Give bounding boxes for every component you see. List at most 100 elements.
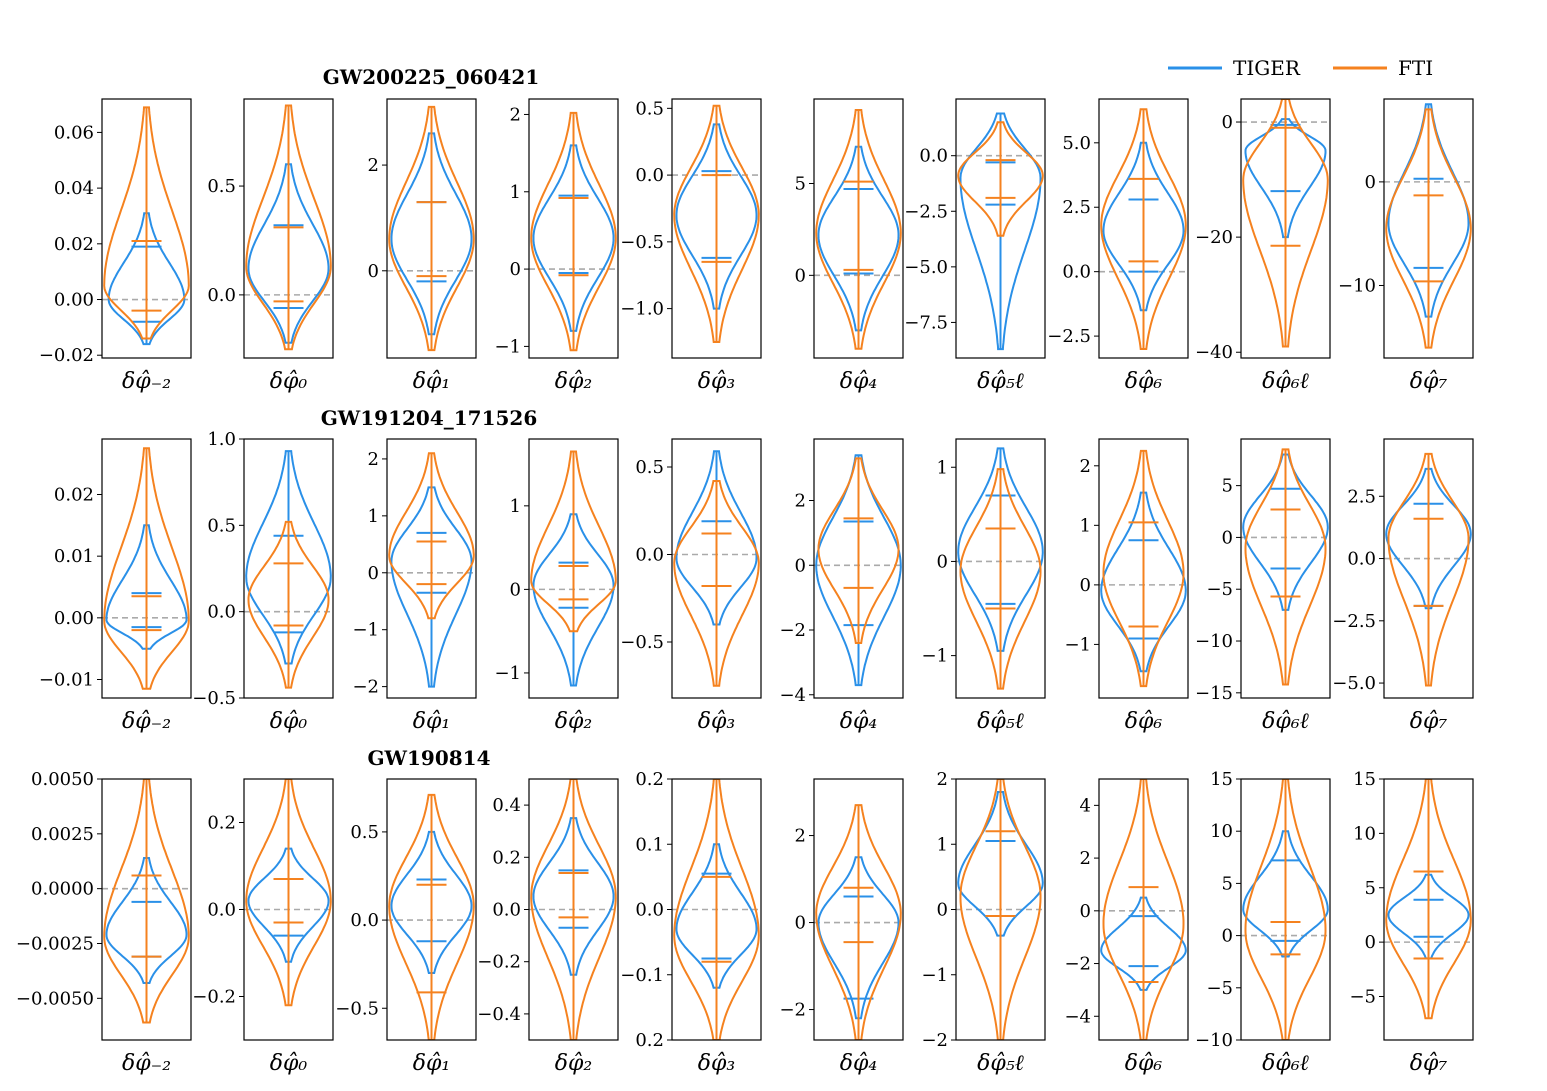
fti-violin xyxy=(957,121,1044,237)
panel-frame xyxy=(243,438,334,699)
panel-frame xyxy=(386,438,477,699)
x-axis-label: δφ̂₋₂ xyxy=(122,1051,171,1076)
fti-violin xyxy=(388,793,475,1040)
tiger-violin xyxy=(675,123,758,310)
fti-violin xyxy=(1387,452,1470,687)
panel-plot-area xyxy=(672,450,761,687)
x-axis-label: δφ̂₇ xyxy=(1410,709,1448,734)
fti-violin xyxy=(103,447,190,690)
x-axis-label: δφ̂₃ xyxy=(698,709,735,734)
panel-frame xyxy=(1098,778,1189,1041)
legend: TIGER FTI xyxy=(1168,56,1433,80)
y-tick-label: −2.5 xyxy=(1332,611,1376,632)
y-tick-label: −1 xyxy=(494,336,521,357)
tiger-violin xyxy=(390,132,473,336)
panel-frame xyxy=(101,778,192,1041)
y-tick-label: 1 xyxy=(937,457,948,478)
y-tick-label: −2.5 xyxy=(904,201,948,222)
fti-violin xyxy=(530,450,617,633)
panel-plot-area xyxy=(672,104,761,343)
x-axis-label: δφ̂₃ xyxy=(698,1051,735,1076)
fti-violin xyxy=(1102,779,1185,1040)
y-tick-label: −15 xyxy=(1195,683,1233,704)
y-tick-label: 0.5 xyxy=(350,822,379,843)
y-tick-label: 0.0 xyxy=(635,900,664,921)
y-tick-label: 0 xyxy=(795,913,806,934)
y-tick-label: 10 xyxy=(1353,823,1376,844)
y-tick-label: 0.2 xyxy=(207,813,236,834)
y-tick-label: 1 xyxy=(368,506,379,527)
panel-plot-area xyxy=(1099,779,1188,1040)
fti-violin xyxy=(1100,108,1187,350)
panel-r3-c2: −0.20.00.2δφ̂₀ xyxy=(192,778,334,1076)
panel-plot-area xyxy=(1241,779,1330,1040)
tiger-violin xyxy=(1387,103,1470,318)
y-tick-label: 0.00 xyxy=(54,608,94,629)
tiger-violin xyxy=(815,454,902,687)
panel-r3-c5: 0.2−0.10.00.10.2δφ̂₃ xyxy=(620,769,762,1076)
y-tick-label: −0.5 xyxy=(620,632,664,653)
fti-violin xyxy=(245,104,332,351)
y-tick-label: 0 xyxy=(368,261,379,282)
legend-fti-label: FTI xyxy=(1398,56,1433,80)
panel-plot-area xyxy=(529,111,618,352)
y-tick-label: −0.0050 xyxy=(16,988,94,1009)
panel-plot-area xyxy=(1241,448,1330,686)
y-tick-label: 0 xyxy=(1365,172,1376,193)
y-tick-label: 0 xyxy=(368,563,379,584)
panel-plot-area xyxy=(1099,108,1188,350)
panel-plot-area xyxy=(956,779,1045,1040)
y-tick-label: 0 xyxy=(1080,575,1091,596)
y-tick-label: −5.0 xyxy=(904,257,948,278)
x-axis-label: δφ̂₋₂ xyxy=(122,709,171,734)
y-tick-label: −1 xyxy=(921,965,948,986)
y-tick-label: 0.5 xyxy=(635,457,664,478)
panel-frame xyxy=(1240,98,1331,359)
x-axis-label: δφ̂₀ xyxy=(270,369,308,394)
y-tick-label: 0.5 xyxy=(635,98,664,119)
tiger-violin xyxy=(532,817,615,976)
fti-violin xyxy=(815,804,902,1040)
y-tick-label: 0.5 xyxy=(207,176,236,197)
x-axis-label: δφ̂₄ xyxy=(840,1051,877,1076)
x-axis-label: δφ̂₀ xyxy=(270,1051,308,1076)
y-tick-label: 2.5 xyxy=(1347,486,1376,507)
y-tick-label: 0 xyxy=(1222,926,1233,947)
panel-plot-area xyxy=(387,452,476,688)
fti-violin xyxy=(959,779,1042,1040)
y-tick-label: 0 xyxy=(1080,901,1091,922)
fti-violin xyxy=(245,779,332,1007)
tiger-violin xyxy=(247,163,330,344)
y-tick-label: 0.2 xyxy=(635,769,664,790)
y-tick-label: 15 xyxy=(1353,769,1376,790)
y-tick-label: 0.02 xyxy=(54,234,94,255)
y-tick-label: 1 xyxy=(510,182,521,203)
panel-frame xyxy=(813,98,904,359)
y-tick-label: −10 xyxy=(1195,1030,1233,1051)
y-tick-label: −0.01 xyxy=(39,670,94,691)
panel-frame xyxy=(243,98,334,359)
fti-violin xyxy=(103,779,190,1024)
x-axis-label: δφ̂₅ℓ xyxy=(977,709,1024,734)
x-axis-label: δφ̂₂ xyxy=(555,709,592,734)
y-tick-label: 0.06 xyxy=(54,122,94,143)
tiger-violin xyxy=(1100,491,1187,673)
y-tick-label: −1 xyxy=(921,646,948,667)
panel-frame xyxy=(101,98,192,359)
tiger-violin xyxy=(959,112,1042,351)
y-tick-label: 0.0 xyxy=(350,910,379,931)
y-tick-label: 2 xyxy=(795,826,806,847)
y-tick-label: 2 xyxy=(937,769,948,790)
y-tick-label: 1 xyxy=(1080,515,1091,536)
y-tick-label: −2 xyxy=(779,620,806,641)
